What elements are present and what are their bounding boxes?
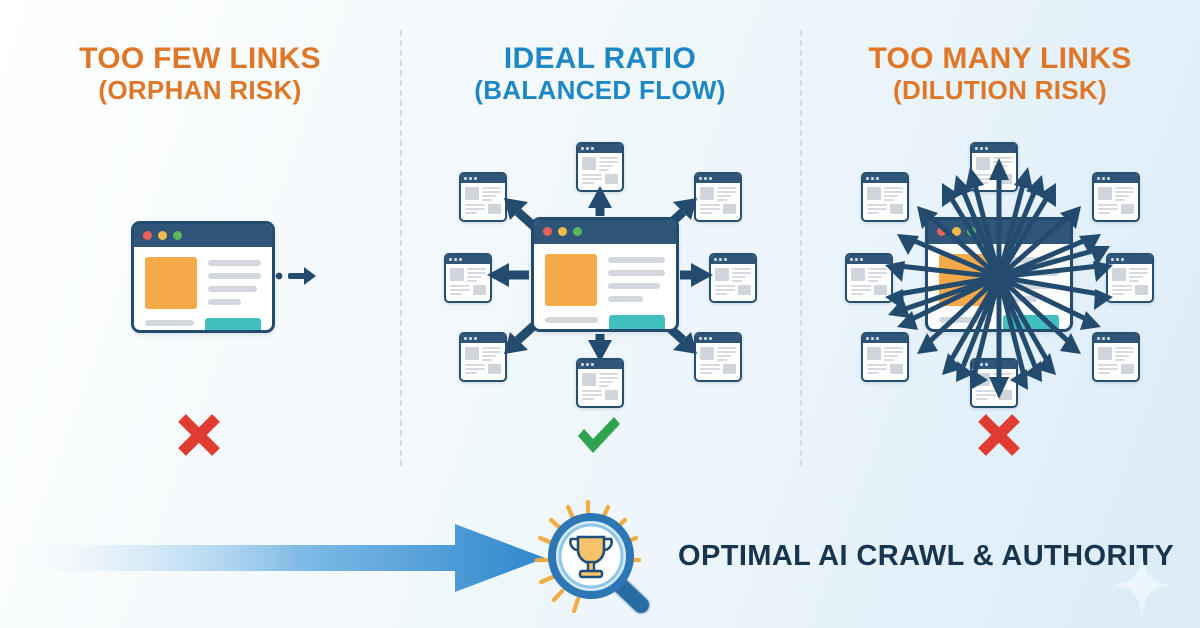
window-content xyxy=(534,244,676,329)
column-heading-too-few-links: TOO FEW LINKS (ORPHAN RISK) xyxy=(0,42,400,105)
window-title-bar xyxy=(928,220,1070,244)
traffic-light-red-icon xyxy=(937,227,946,237)
red-x-icon xyxy=(178,414,220,456)
linked-page-card xyxy=(444,253,492,303)
linked-page-card xyxy=(1092,172,1140,222)
sparkle-icon xyxy=(1114,552,1170,618)
linked-page-card xyxy=(694,332,742,382)
magnifier-trophy-icon xyxy=(534,499,651,615)
heading-line-1: IDEAL RATIO xyxy=(503,42,697,75)
outgoing-arrow-single xyxy=(288,267,316,285)
trophy-icon xyxy=(569,535,613,579)
traffic-light-green-icon xyxy=(573,227,582,237)
status-badge-ideal-ratio xyxy=(578,417,620,453)
summary-label: OPTIMAL AI CRAWL & AUTHORITY xyxy=(678,539,1175,572)
linked-page-card xyxy=(576,358,624,408)
linked-page-card xyxy=(1092,332,1140,382)
heading-line-2: (BALANCED FLOW) xyxy=(474,74,726,105)
traffic-light-red-icon xyxy=(143,231,152,241)
column-heading-too-many-links: TOO MANY LINKS (DILUTION RISK) xyxy=(800,42,1200,105)
linked-page-card xyxy=(845,253,893,303)
traffic-light-red-icon xyxy=(543,227,552,237)
status-badge-too-few-links xyxy=(178,414,220,456)
window-content xyxy=(928,244,1070,329)
summary-arrow xyxy=(0,524,545,592)
linked-page-card xyxy=(1106,253,1154,303)
window-title-bar xyxy=(534,220,676,244)
secondary-image-block xyxy=(609,314,665,329)
right-arrow-icon xyxy=(0,524,545,592)
linked-page-card xyxy=(709,253,757,303)
heading-line-1: TOO FEW LINKS xyxy=(79,42,321,75)
red-x-icon xyxy=(978,414,1020,456)
secondary-image-block xyxy=(205,318,261,330)
linked-page-card xyxy=(459,332,507,382)
magnifier-handle xyxy=(610,575,651,615)
heading-line-2: (DILUTION RISK) xyxy=(893,74,1107,105)
linked-page-card xyxy=(861,332,909,382)
traffic-light-green-icon xyxy=(967,227,976,237)
summary-caption: OPTIMAL AI CRAWL & AUTHORITY xyxy=(678,533,1188,579)
hero-image-block xyxy=(545,253,597,306)
secondary-image-block xyxy=(1003,314,1059,329)
hero-image-block xyxy=(939,253,991,306)
green-check-icon xyxy=(578,417,620,453)
heading-line-1: TOO MANY LINKS xyxy=(868,42,1132,75)
linked-page-card xyxy=(694,172,742,222)
traffic-light-yellow-icon xyxy=(952,227,961,237)
link-stub-dot-icon xyxy=(275,272,283,280)
traffic-light-yellow-icon xyxy=(158,231,167,241)
column-heading-ideal-ratio: IDEAL RATIO (BALANCED FLOW) xyxy=(400,42,800,105)
linked-page-card xyxy=(576,142,624,192)
column-divider-left xyxy=(400,30,402,466)
column-divider-right xyxy=(800,30,802,466)
linked-page-card xyxy=(861,172,909,222)
page-window-ideal-ratio xyxy=(531,217,679,332)
achievement-badge xyxy=(534,499,651,615)
heading-line-2: (ORPHAN RISK) xyxy=(98,74,302,105)
status-badge-too-many-links xyxy=(978,414,1020,456)
window-title-bar xyxy=(134,224,272,248)
traffic-light-yellow-icon xyxy=(558,227,567,237)
linked-page-card xyxy=(459,172,507,222)
linked-page-card xyxy=(970,142,1018,192)
page-window-too-many-links xyxy=(925,217,1073,332)
page-window-too-few-links xyxy=(131,221,275,333)
window-content xyxy=(134,247,272,330)
traffic-light-green-icon xyxy=(173,231,182,241)
hero-image-block xyxy=(145,257,197,310)
linked-page-card xyxy=(970,358,1018,408)
